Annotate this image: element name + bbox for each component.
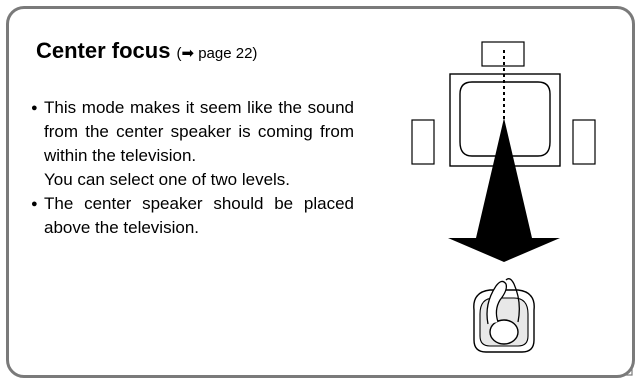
listener-icon [474,279,534,352]
bullet-continuation: You can select one of two levels. [44,168,354,192]
corner-mark-icon [623,366,633,376]
right-speaker-icon [573,120,595,164]
bullet-item: The center speaker should be placed abov… [44,192,354,240]
section-title-text: Center focus [36,38,170,63]
section-title: Center focus (➡ page 22) [36,38,257,64]
description-list: This mode makes it seem like the sound f… [44,96,354,240]
bullet-item: This mode makes it seem like the sound f… [44,96,354,168]
page-reference: (➡ page 22) [176,45,257,62]
center-focus-illustration [400,30,620,370]
left-speaker-icon [412,120,434,164]
